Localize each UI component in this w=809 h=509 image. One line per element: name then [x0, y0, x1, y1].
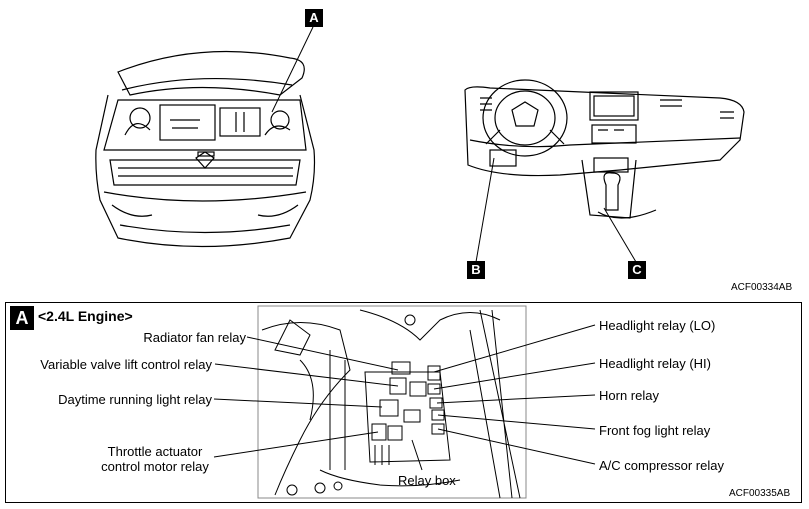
label-headlight-relay-lo: Headlight relay (LO) — [599, 318, 716, 333]
leader-a — [271, 26, 314, 113]
detail-title: <2.4L Engine> — [38, 308, 133, 324]
label-daytime-running-light-relay: Daytime running light relay — [58, 392, 212, 407]
leader-b — [475, 157, 495, 263]
engine-closeup-illustration — [257, 305, 527, 499]
callout-c-badge: C — [628, 261, 646, 279]
leader-c — [603, 207, 637, 263]
label-throttle-line2: control motor relay — [101, 459, 209, 474]
label-radiator-fan-relay: Radiator fan relay — [143, 330, 246, 345]
callout-b-badge: B — [467, 261, 485, 279]
label-ac-compressor-relay: A/C compressor relay — [599, 458, 724, 473]
callout-a-badge: A — [305, 9, 323, 27]
figure-code-top: ACF00334AB — [731, 282, 793, 293]
label-front-fog-light-relay: Front fog light relay — [599, 423, 711, 438]
label-throttle-line1: Throttle actuator — [107, 444, 203, 459]
detail-leader-lines — [213, 324, 596, 471]
detail-badge: A — [10, 306, 34, 330]
label-relay-box: Relay box — [398, 473, 456, 488]
detail-panel — [5, 302, 802, 503]
figure-code-bottom: ACF00335AB — [729, 488, 791, 499]
label-variable-valve-lift-relay: Variable valve lift control relay — [40, 357, 212, 372]
label-horn-relay: Horn relay — [599, 388, 659, 403]
engine-bay-illustration — [95, 50, 316, 248]
label-headlight-relay-hi: Headlight relay (HI) — [599, 356, 711, 371]
dashboard-illustration — [464, 79, 745, 219]
